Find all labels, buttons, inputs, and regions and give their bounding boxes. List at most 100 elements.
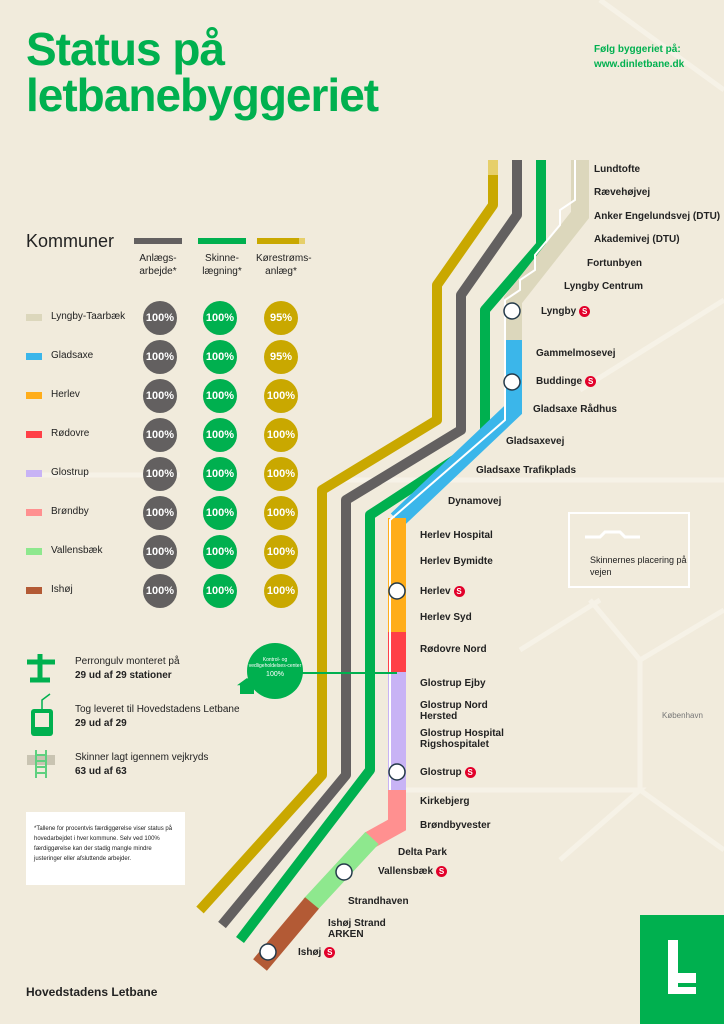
municipality-row: Lyngby-Taarbæk 100% 100% 95% [26,301,326,341]
station-label: Lundtofte [594,164,641,175]
station-markers [259,302,521,961]
anlaeg-percent: 100% [143,301,177,335]
track-crossing-icon [27,750,55,778]
skinne-percent: 100% [203,301,237,335]
station-label: Akademivej (DTU) [594,234,680,245]
station-label: Brøndbyvester [420,820,491,831]
station-label: Lyngby Centrum [564,281,644,292]
station-label: Gladsaxevej [506,436,565,447]
anlaeg-line [218,160,522,929]
station-label: Gladsaxe Rådhus [533,404,617,415]
s-train-icon: S [464,767,476,778]
house-icon [237,678,257,694]
anlaeg-percent: 100% [143,496,177,530]
municipality-row: Gladsaxe 100% 100% 95% [26,340,326,380]
follow-info: Følg byggeriet på:www.dinletbane.dk [594,44,685,70]
station-label: Herlev Hospital [420,530,493,541]
municipality-name: Brøndby [51,506,89,517]
korestrom-percent: 100% [264,496,298,530]
korestrom-percent: 100% [264,535,298,569]
color-swatch [26,548,42,555]
municipality-name: Rødovre [51,428,90,439]
station-label: Fortunbyen [587,258,642,269]
s-train-icon: S [453,586,465,597]
station-label: Anker Engelundsvej (DTU) [594,211,721,222]
station-label: Glostrup Hospital Rigshospitalet [420,728,504,750]
municipality-name: Gladsaxe [51,350,94,361]
municipality-row: Herlev 100% 100% 100% [26,379,326,419]
station-label: Herlev Syd [420,612,472,623]
tram-icon [31,693,53,736]
footer-brand: Hovedstadens Letbane [26,985,158,999]
color-swatch [26,314,42,321]
letbane-logo [640,915,724,1024]
skinne-percent: 100% [203,535,237,569]
col-korestrom: Kørestrøms-anlæg* [256,238,312,278]
platform-icon [27,654,55,683]
segment-brondby [365,790,406,848]
anlaeg-percent: 100% [143,535,177,569]
station-label: Gammelmosevej [536,348,616,359]
anlaeg-percent: 100% [143,379,177,413]
municipality-name: Vallensbæk [51,545,103,556]
municipality-row: Vallensbæk 100% 100% 100% [26,535,326,575]
segment-lyngby [504,160,589,340]
municipality-row: Ishøj 100% 100% 100% [26,574,326,614]
municipality-row: Brøndby 100% 100% 100% [26,496,326,536]
station-label: Glostrup Ejby [420,678,486,689]
col-skinne: Skinne-lægning* [197,238,247,278]
korestrom-line [196,160,498,914]
s-train-icon: S [324,947,336,958]
korestrom-percent: 95% [264,301,298,335]
color-swatch [26,431,42,438]
skinne-percent: 100% [203,496,237,530]
station-label: Rævehøjvej [594,187,651,198]
color-swatch [26,470,42,477]
municipality-name: Lyngby-Taarbæk [51,311,126,322]
station-label: Herlev Bymidte [420,556,493,567]
skinne-percent: 100% [203,379,237,413]
korestrom-percent: 100% [264,379,298,413]
s-train-icon: S [436,866,448,877]
station-label: Delta Park [398,847,447,858]
map-legend: Skinnernes placering på vejen [568,512,690,588]
website-link[interactable]: www.dinletbane.dk [594,59,685,70]
station-label: Dynamovej [448,496,502,507]
station-label: Kirkebjerg [420,796,470,807]
station-label: Gladsaxe Trafikplads [476,465,577,476]
korestrom-percent: 100% [264,574,298,608]
anlaeg-percent: 100% [143,418,177,452]
color-swatch [26,392,42,399]
s-train-icon: S [585,376,597,387]
station-label: Ishøj Strand ARKEN [328,918,386,940]
color-swatch [26,587,42,594]
skinne-percent: 100% [203,457,237,491]
legend-title: Kommuner [26,231,115,251]
anlaeg-percent: 100% [143,457,177,491]
municipality-name: Ishøj [51,584,73,595]
korestrom-percent: 100% [264,418,298,452]
municipality-name: Herlev [51,389,80,400]
station-label: Strandhaven [348,896,409,907]
color-swatch [26,509,42,516]
korestrom-percent: 95% [264,340,298,374]
station-label: Rødovre Nord [420,644,487,655]
skinne-percent: 100% [203,418,237,452]
footnote: *Tallene for procentvis færdiggørelse vi… [26,812,185,885]
s-train-icon: S [579,306,591,317]
city-label: København [662,711,703,720]
skinne-percent: 100% [203,340,237,374]
color-swatch [26,353,42,360]
station-label: Glostrup Nord Hersted [420,700,488,722]
legend-track-icon [585,530,640,539]
